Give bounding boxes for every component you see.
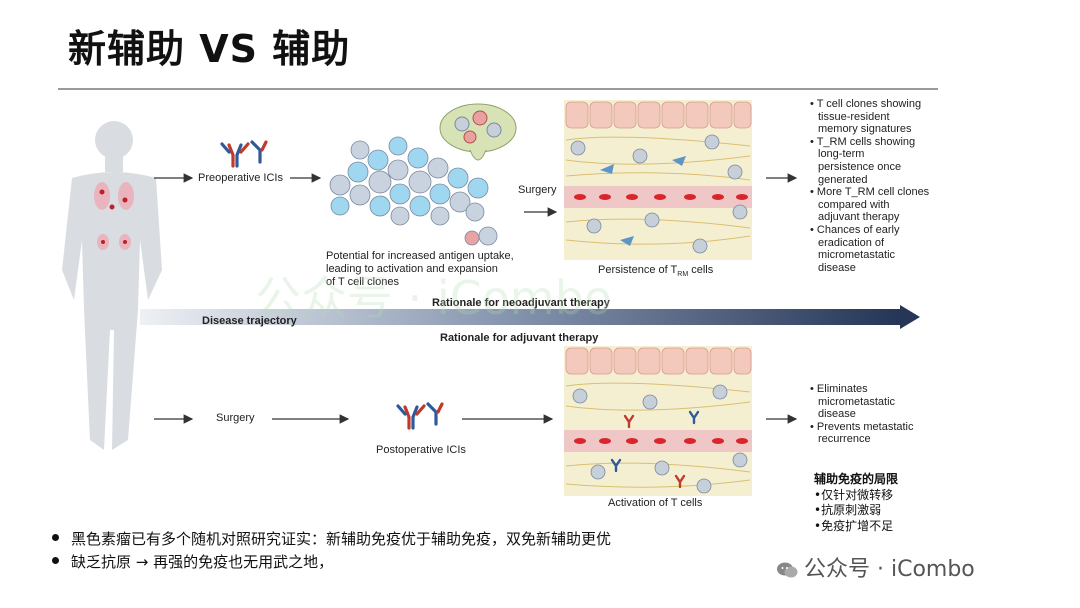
antigen-caption: Potential for increased antigen uptake, … (326, 250, 514, 288)
bullet-icon (52, 557, 59, 564)
tumor-cluster-icon (329, 136, 498, 246)
limitations-title: 辅助免疫的局限 (814, 472, 899, 486)
conclusion-list: 黑色素瘤已有多个随机对照研究证实：新辅助免疫优于辅助免疫，双免新辅助更优 缺乏抗… (52, 528, 611, 574)
surgery-bottom-label: Surgery (216, 412, 255, 424)
surgery-top-label: Surgery (518, 184, 557, 196)
conclusion-item: 缺乏抗原 → 再强的免疫也无用武之地， (52, 551, 611, 574)
diagram-artwork (62, 100, 920, 496)
adjuvant-limitations: 辅助免疫的局限 •仅针对微转移 •抗原刺激弱 •免疫扩增不足 (814, 472, 898, 534)
title-divider (58, 88, 938, 90)
neoadjuvant-rationale-label: Rationale for neoadjuvant therapy (432, 297, 610, 309)
organs-icon (94, 182, 134, 250)
human-silhouette (62, 121, 162, 450)
center-watermark: 公众号 · iCombo (255, 271, 613, 325)
postoperative-icis-label: Postoperative ICIs (376, 444, 466, 456)
tissue-panel-top (564, 100, 752, 260)
bullet-icon (52, 534, 59, 541)
disease-trajectory-label: Disease trajectory (202, 315, 297, 327)
limitation-item: •仅针对微转移 (814, 487, 894, 502)
watermark: 公众号 · iCombo (776, 551, 975, 583)
lymph-node-icon (439, 103, 517, 161)
neoadjuvant-benefits-list: • T cell clones showing tissue-resident … (810, 98, 930, 274)
antibody-icon-top (220, 140, 268, 168)
tissue-panel-bottom (564, 346, 752, 496)
limitation-item: •免疫扩增不足 (814, 518, 894, 533)
therapy-diagram: Preoperative ICIs Surgery Potential for … (0, 92, 1080, 512)
persistence-caption: Persistence of TRM cells (598, 264, 714, 279)
wechat-icon (777, 562, 798, 578)
limitation-item: •抗原刺激弱 (814, 503, 882, 517)
adjuvant-rationale-label: Rationale for adjuvant therapy (440, 332, 599, 344)
disease-trajectory-arrow (140, 305, 920, 329)
conclusion-item: 黑色素瘤已有多个随机对照研究证实：新辅助免疫优于辅助免疫，双免新辅助更优 (52, 528, 611, 551)
adjuvant-benefits-list: • Eliminates micrometastatic disease • P… (810, 383, 914, 446)
preoperative-icis-label: Preoperative ICIs (198, 172, 283, 184)
activation-caption: Activation of T cells (608, 497, 703, 509)
antibody-icon-bottom (396, 402, 444, 430)
slide-title: 新辅助 VS 辅助 (68, 27, 351, 71)
